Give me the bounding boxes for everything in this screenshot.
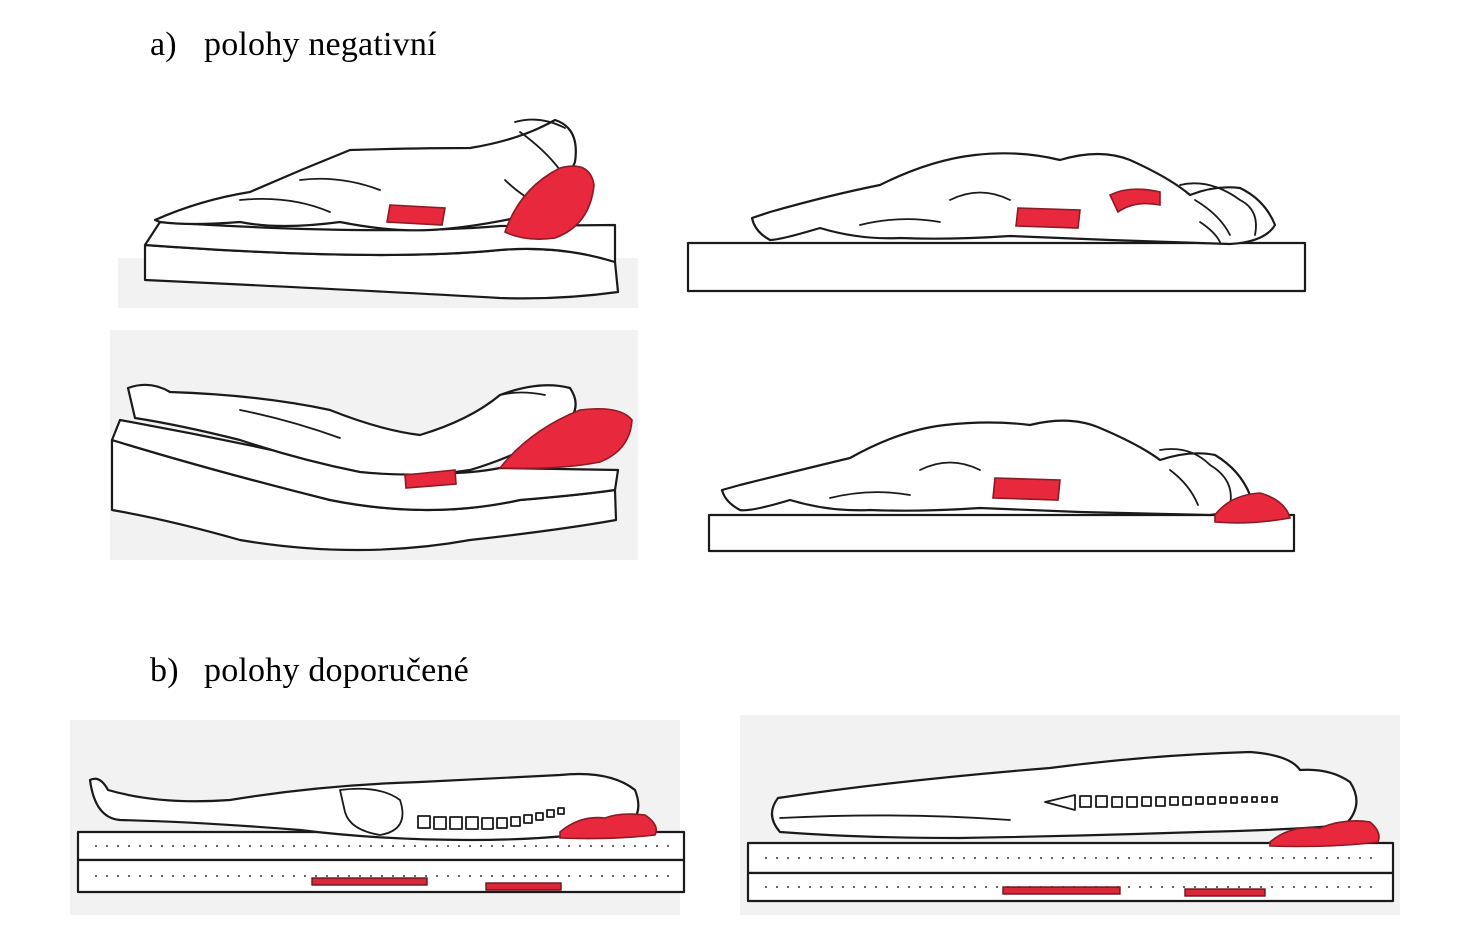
roll-under-waist — [1015, 207, 1081, 229]
support-board-right — [485, 882, 562, 891]
pillow-under-head — [498, 407, 633, 470]
section-b-heading: b) polohy doporučené — [150, 652, 469, 690]
spine-vertebrae — [417, 807, 565, 830]
section-b-letter: b) — [150, 652, 179, 689]
pillow-under-neck — [559, 813, 658, 840]
roll-under-chest — [1108, 188, 1161, 214]
roll-under-back — [404, 469, 457, 489]
pillow-under-head — [1214, 492, 1292, 524]
support-board-left — [311, 877, 428, 886]
pillow-under-chest — [1269, 820, 1380, 848]
figure-negative-supine-sagging — [110, 330, 638, 560]
figure-recommended-prone — [740, 715, 1400, 915]
roll-under-abdomen — [386, 204, 446, 226]
figure-negative-side-twisted — [686, 152, 1307, 293]
figure-recommended-supine — [70, 720, 686, 915]
pillow-under-chest — [504, 165, 595, 240]
figure-negative-side-pillow — [707, 419, 1296, 553]
section-b-title: polohy doporučené — [204, 652, 469, 689]
section-a-letter: a) — [150, 26, 177, 63]
section-a-heading: a) polohy negativní — [150, 26, 437, 64]
section-a-title: polohy negativní — [204, 26, 437, 63]
roll-under-waist — [992, 477, 1061, 501]
support-board-left — [1002, 886, 1121, 895]
support-board-right — [1184, 888, 1266, 897]
figure-negative-prone-sagging — [118, 118, 638, 308]
spine-vertebrae — [1044, 794, 1278, 811]
